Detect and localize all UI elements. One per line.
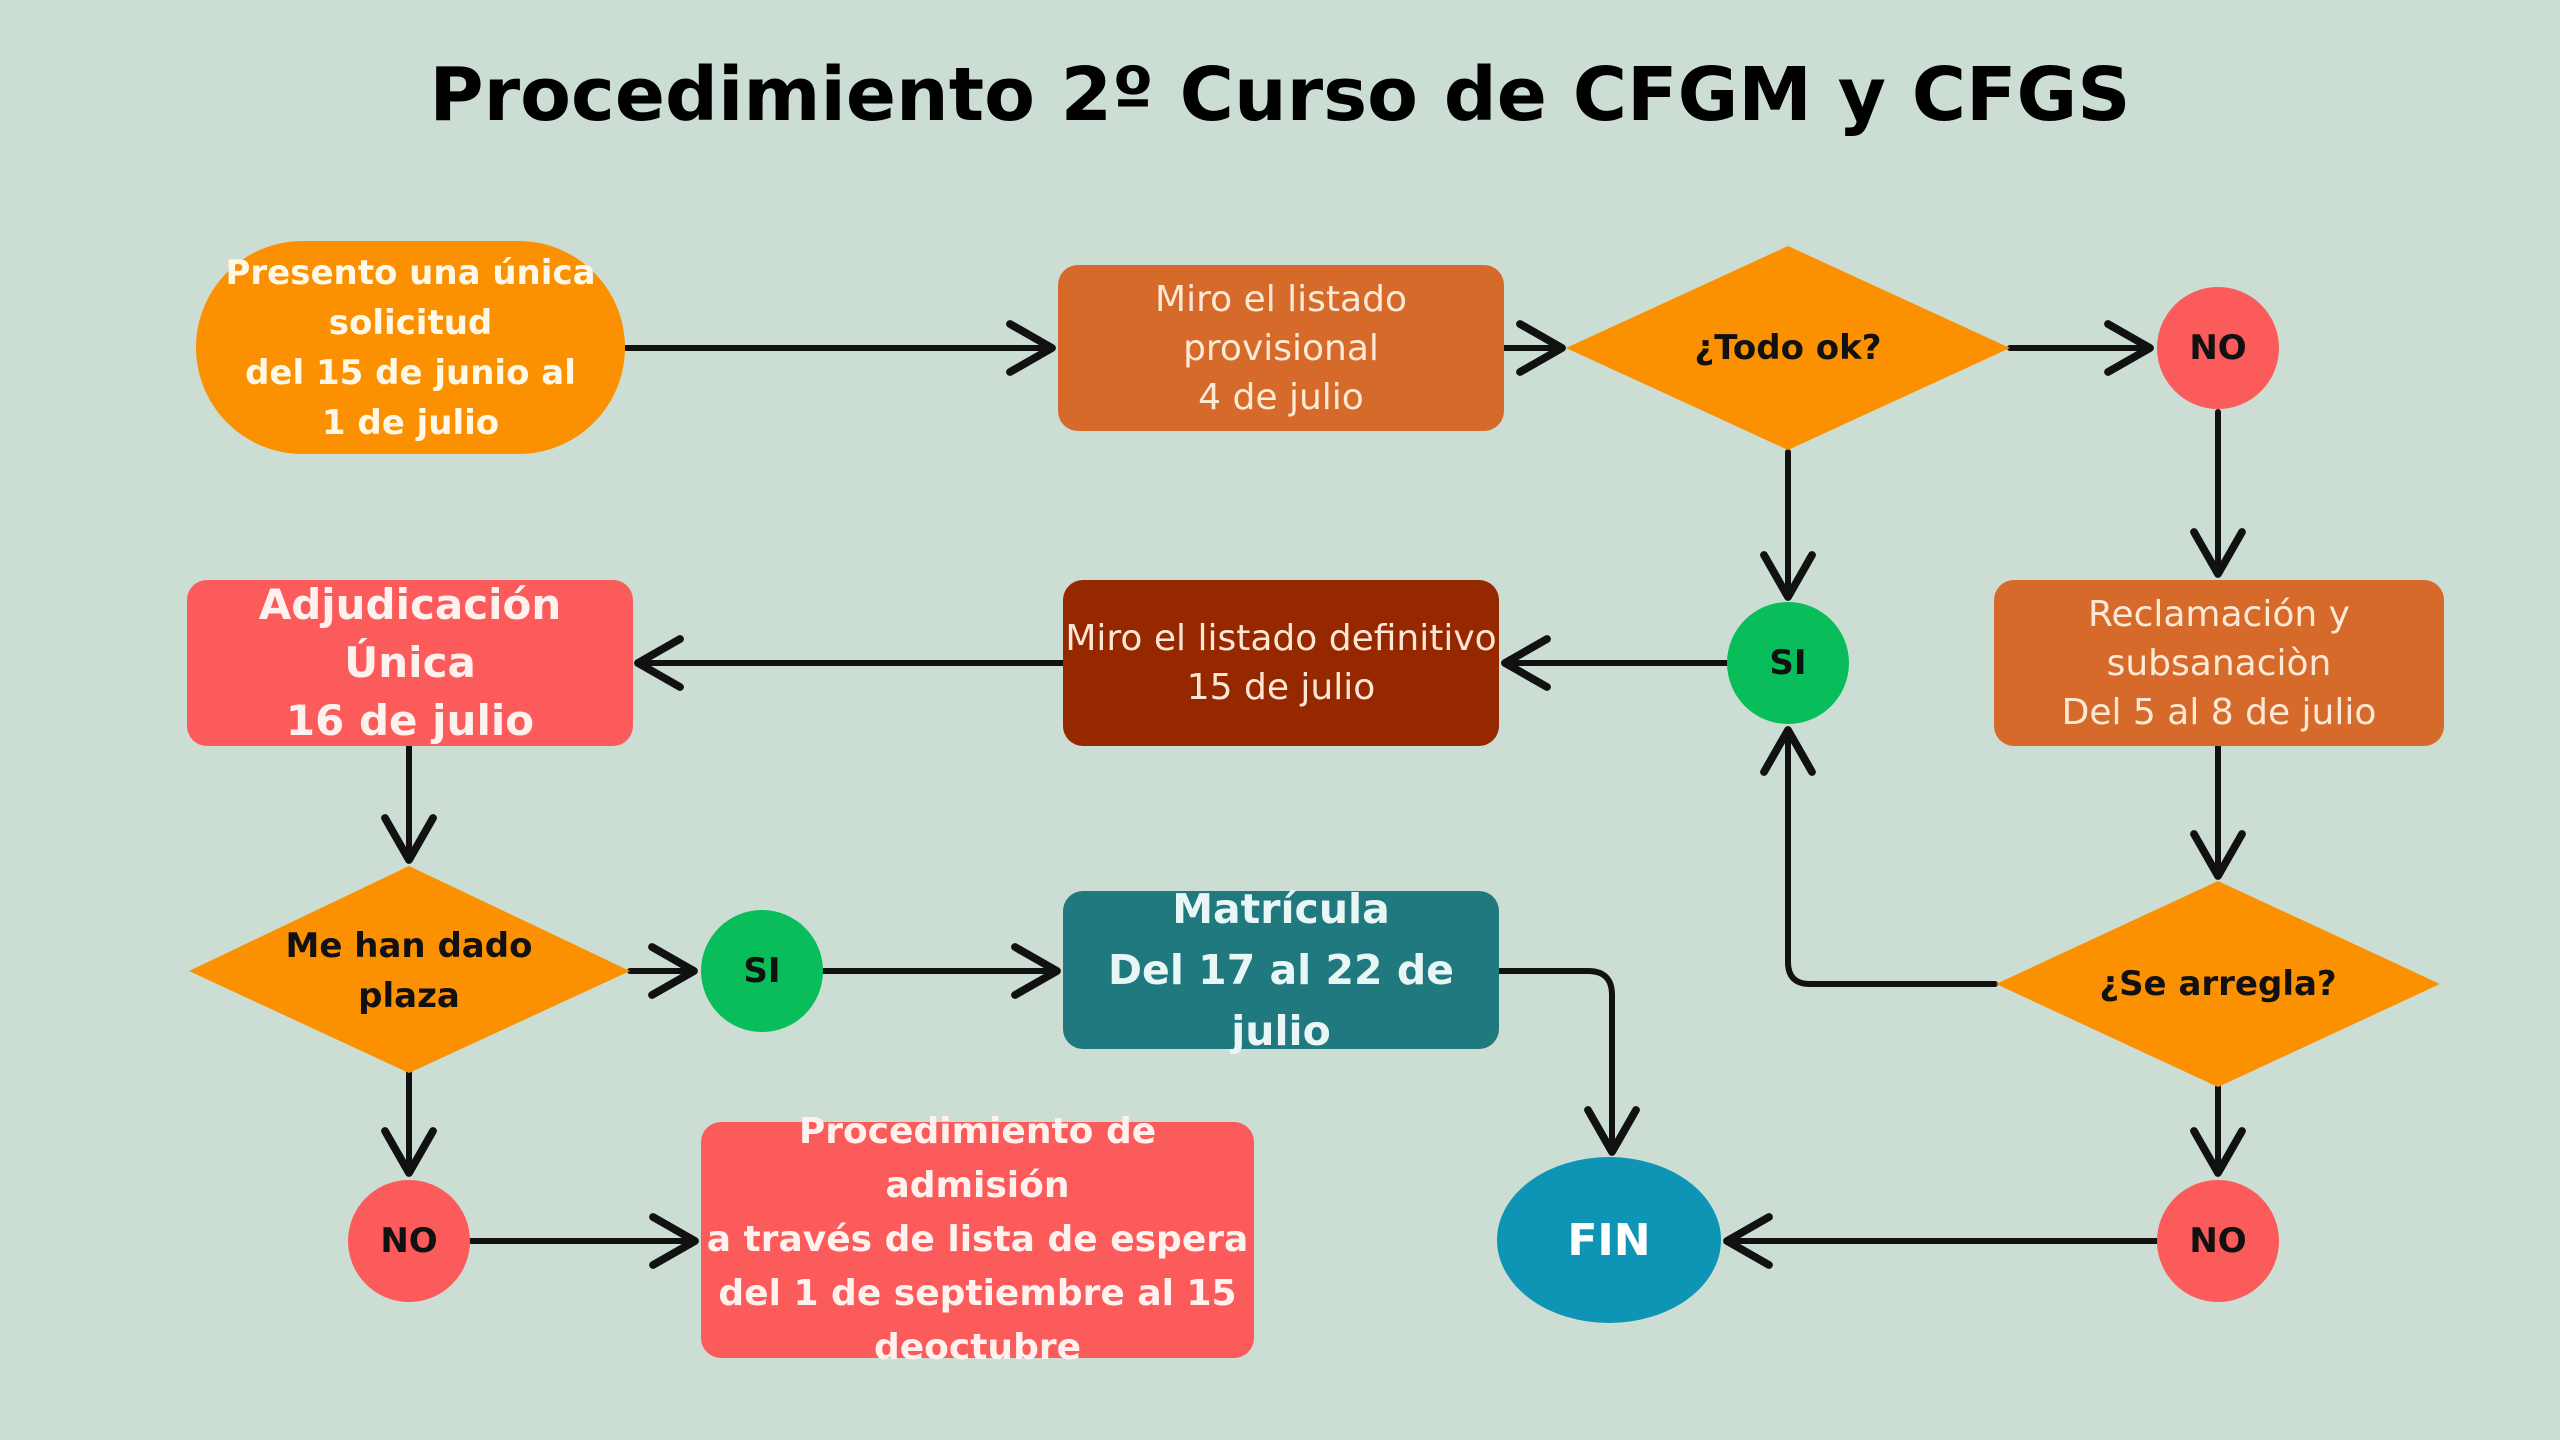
- definitive-list-node: Miro el listado definitivo 15 de julio: [1063, 580, 1499, 746]
- end-node: FIN: [1497, 1157, 1721, 1323]
- arrow-matricula-to-fin: [1496, 968, 1640, 1156]
- no-node-3: NO: [2157, 1180, 2279, 1302]
- no-node-1: NO: [2157, 287, 2279, 409]
- decision-se-arregla: [1996, 881, 2440, 1087]
- reclamation-node: Reclamación y subsanaciòn Del 5 al 8 de …: [1994, 580, 2444, 746]
- si-node-1: SI: [1727, 602, 1849, 724]
- decision-todo-ok-label: ¿Todo ok?: [1694, 328, 1882, 368]
- si-node-2: SI: [701, 910, 823, 1032]
- provisional-list-node: Miro el listado provisional 4 de julio: [1058, 265, 1504, 431]
- start-node: Presento una única solicitud del 15 de j…: [196, 241, 625, 454]
- adjudication-node: Adjudicación Única 16 de julio: [187, 580, 633, 746]
- decision-todo-ok: [1566, 246, 2010, 450]
- decision-me-han-dado: [189, 866, 630, 1073]
- page-title: Procedimiento 2º Curso de CFGM y CFGS: [429, 52, 2131, 138]
- enrollment-node: Matrícula Del 17 al 22 de julio: [1063, 885, 1499, 1055]
- decision-me-han-dado-label: Me han dado plaza: [285, 926, 533, 1016]
- waiting-list-node: Procedimiento de admisión a través de li…: [701, 1111, 1254, 1368]
- decision-se-arregla-label: ¿Se arregla?: [2099, 964, 2337, 1004]
- arrow-se-arregla-to-si: [1760, 726, 1998, 987]
- no-node-2: NO: [348, 1180, 470, 1302]
